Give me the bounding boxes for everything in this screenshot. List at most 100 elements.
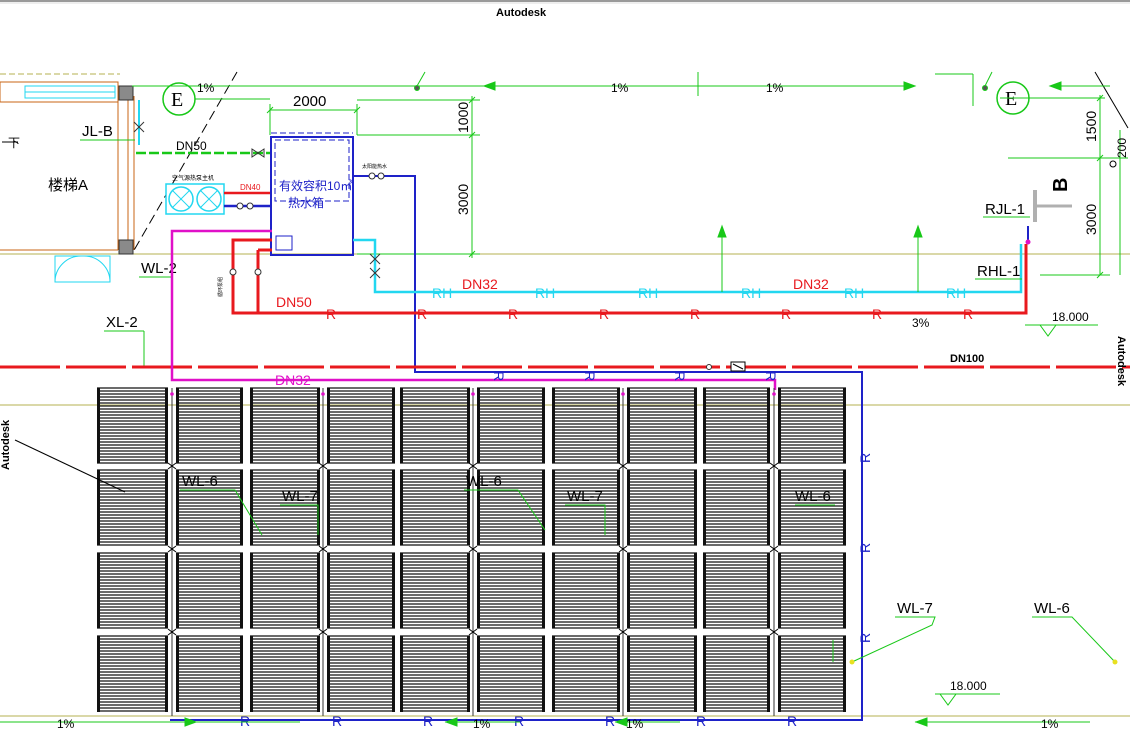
dn40-label: DN40 (240, 183, 261, 192)
r-label-1: R (326, 306, 336, 322)
watermark-top: Autodesk (496, 7, 547, 19)
r-label-6: R (781, 306, 791, 322)
wl-6-label-3: WL-6 (795, 488, 831, 505)
wl-6-label-4: WL-6 (1034, 600, 1070, 617)
dim-1500: 1500 (1083, 111, 1099, 142)
pipe-marker (1109, 160, 1117, 168)
collector-panel (778, 635, 846, 712)
r-blue-5: R (857, 453, 873, 463)
green-supply-line: DN50 (136, 139, 272, 158)
collector-panel (703, 387, 770, 464)
slope-label-1: 1% (197, 81, 215, 95)
r-blue-8: R (240, 713, 250, 729)
r-blue-10: R (423, 713, 433, 729)
dim-1000: 1000 (455, 102, 471, 133)
slope-label-3: 1% (766, 81, 784, 95)
collector-panel (250, 387, 320, 464)
collector-panel (400, 387, 470, 464)
collector-panel (400, 469, 470, 546)
r-blue-2: R (582, 371, 598, 381)
collector-panel (703, 635, 770, 712)
r-label-5: R (690, 306, 700, 322)
stair-label: 楼梯A (48, 177, 88, 194)
rh-label-6: RH (946, 285, 966, 301)
elevation-label-2: 18.000 (950, 679, 987, 693)
collector-panel (627, 387, 697, 464)
collector-panel (250, 552, 320, 629)
wl-6-label-2: WL-6 (466, 473, 502, 490)
dn32-label-1: DN32 (462, 276, 498, 292)
r-blue-6: R (857, 543, 873, 553)
tank-capacity-label: 有效容积10㎥ (279, 178, 352, 193)
slope-label-b3: 1% (626, 717, 644, 731)
svg-text:E: E (1005, 88, 1017, 110)
heat-pump-note: 空气源热泵主机 (172, 174, 214, 182)
rhl-1-label: RHL-1 (977, 263, 1020, 280)
svg-text:E: E (171, 89, 183, 111)
dn32-label-2: DN32 (793, 276, 829, 292)
watermark-right: Autodesk (1115, 336, 1127, 387)
collector-panel (250, 635, 320, 712)
wl-7-label-2: WL-7 (567, 488, 603, 505)
watermark-left: Autodesk (0, 419, 12, 470)
dimension-lines (266, 94, 1121, 279)
wl-7-label-1: WL-7 (282, 488, 318, 505)
drain-callouts (180, 489, 1116, 663)
collector-panel (778, 552, 846, 629)
solar-supply-note: 太阳能热水 (362, 163, 387, 170)
r-label-8: R (963, 306, 973, 322)
solar-loop-labels: R R R R R R R R R R R R R R (240, 371, 873, 729)
section-line-right (1094, 71, 1129, 129)
elevation-label-1: 18.000 (1052, 310, 1089, 324)
slope-label-b4: 1% (1041, 717, 1059, 731)
collector-panel (627, 469, 697, 546)
section-line (132, 71, 238, 253)
heat-pump-unit: 空气源热泵主机 (165, 174, 225, 215)
collector-panel (552, 635, 620, 712)
xl-2-label: XL-2 (106, 314, 138, 331)
slope-lines-bottom (0, 717, 1090, 727)
r-label-2: R (417, 306, 427, 322)
flow-arrows (717, 224, 923, 292)
slope-label-2: 1% (611, 81, 629, 95)
rjl-1-label: RJL-1 (985, 201, 1025, 218)
collector-panel (97, 635, 168, 712)
collector-panel (97, 469, 168, 546)
riser-labels: RJL-1 RHL-1 B (975, 178, 1072, 280)
collector-panel (176, 387, 243, 464)
collector-panel (400, 635, 470, 712)
r-blue-4: R (763, 371, 779, 381)
slope-3pct-label: 3% (912, 316, 930, 330)
r-blue-3: R (672, 371, 688, 381)
r-blue-13: R (696, 713, 706, 729)
drain-point (1112, 659, 1118, 665)
drain-point (849, 659, 855, 665)
wl-7-label-3: WL-7 (897, 600, 933, 617)
slope-label-b2: 1% (473, 717, 491, 731)
elevation-mark-1: 18.000 (1025, 310, 1098, 337)
watermark-leader (14, 439, 126, 493)
axis-b-label: B (1050, 178, 1072, 192)
hot-return-line: RH RH RH RH RH RH DN32 DN32 (353, 238, 1023, 301)
collector-panel (400, 552, 470, 629)
collector-panel (552, 469, 620, 546)
rh-label-2: RH (535, 285, 555, 301)
hot-water-tank: 有效容积10㎥ 热水箱 (270, 132, 354, 256)
reference-lines (0, 73, 1130, 717)
hot-supply-line: 循环泵组 DN50 R R R R R R R R 3% (217, 238, 1028, 330)
collector-panel (176, 469, 243, 546)
collector-panel (176, 552, 243, 629)
dn100-label: DN100 (950, 353, 984, 365)
jl-b-pipe: JL-B (80, 100, 145, 145)
tank-name-label: 热水箱 (288, 195, 324, 210)
dn50-red-label: DN50 (276, 294, 312, 310)
collector-panel (327, 635, 395, 712)
collector-panel (327, 469, 395, 546)
column-bottom (118, 239, 134, 255)
wl-6-label-1: WL-6 (182, 473, 218, 490)
elevation-mark-2: 18.000 (935, 679, 1000, 706)
top-border (0, 0, 1130, 2)
wl-2-label: WL-2 (141, 260, 177, 277)
r-label-4: R (599, 306, 609, 322)
